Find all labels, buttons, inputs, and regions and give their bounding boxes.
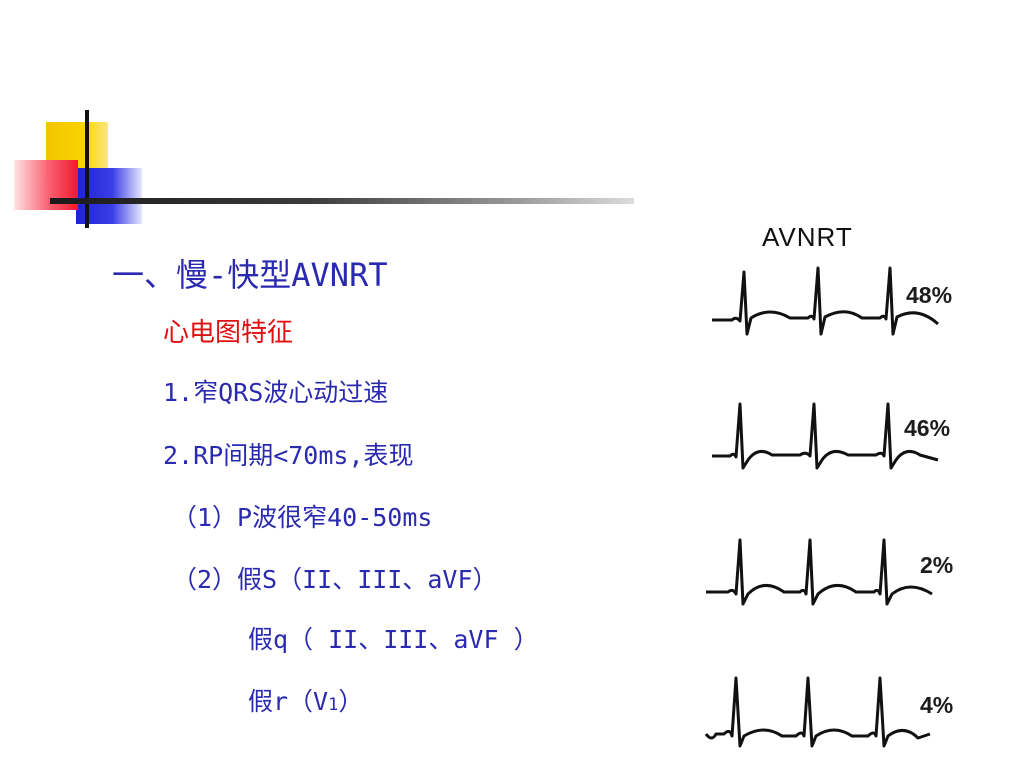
feature-line-5: 假q（ II、III、aVF ）: [248, 625, 539, 654]
feature-line-6: 假r（V1）: [248, 682, 363, 718]
feature-line-1: 1.窄QRS波心动过速: [163, 378, 389, 407]
ecg-panel-title: AVNRT: [762, 222, 853, 252]
ecg-strip-4: [704, 676, 931, 748]
feature-line-6-subscript: 1: [328, 695, 339, 715]
feature-line-3: （1）P波很窄40-50ms: [172, 503, 433, 532]
slide-subtitle: 心电图特征: [163, 318, 294, 348]
ecg-percent-3: 2%: [920, 552, 954, 578]
slide-title: 一、慢-快型AVNRT: [112, 256, 388, 294]
feature-line-6-suffix: ）: [338, 687, 364, 716]
ecg-strip-1: [712, 266, 940, 336]
feature-line-4: （2）假S（II、III、aVF）: [172, 565, 498, 594]
ecg-strip-3: [706, 538, 933, 606]
ecg-strip-2: [712, 402, 939, 470]
deco-vertical-line: [85, 110, 89, 228]
title-underline: [50, 198, 634, 204]
ecg-percent-2: 46%: [904, 415, 951, 441]
ecg-percent-4: 4%: [920, 692, 954, 718]
feature-line-6-text: 假r（V: [248, 687, 329, 716]
feature-line-2: 2.RP间期<70ms,表现: [163, 441, 414, 470]
ecg-percent-1: 48%: [906, 282, 953, 308]
